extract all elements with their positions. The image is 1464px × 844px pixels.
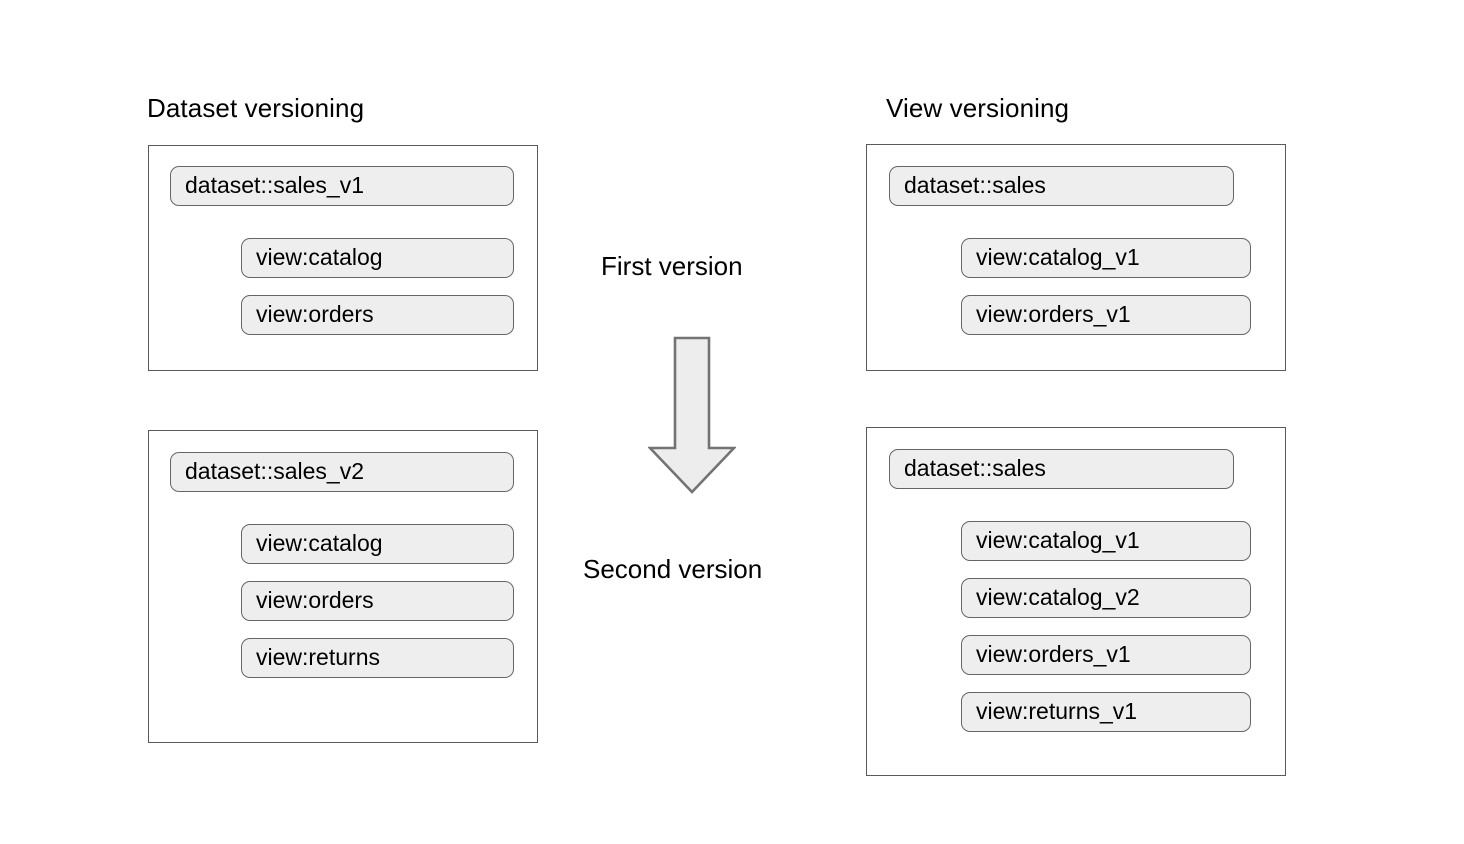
column-title-dataset-versioning: Dataset versioning [147, 93, 365, 123]
group-box-dataset-sales-v1: dataset::sales_v1 view:catalog view:orde… [148, 145, 538, 371]
group-box-view-sales-first: dataset::sales view:catalog_v1 view:orde… [866, 144, 1286, 371]
group-box-view-sales-second: dataset::sales view:catalog_v1 view:cata… [866, 427, 1286, 776]
view-pill-orders-v1[interactable]: view:orders_v1 [961, 635, 1251, 675]
column-title-view-versioning: View versioning [886, 93, 1070, 123]
view-pill-catalog[interactable]: view:catalog [241, 524, 514, 564]
view-pill-catalog-v1[interactable]: view:catalog_v1 [961, 521, 1251, 561]
center-label-first-version: First version [601, 251, 743, 281]
center-label-second-version: Second version [583, 554, 763, 584]
dataset-pill-sales-v2[interactable]: dataset::sales_v2 [170, 452, 514, 492]
group-box-dataset-sales-v2: dataset::sales_v2 view:catalog view:orde… [148, 430, 538, 743]
view-pill-catalog-v2[interactable]: view:catalog_v2 [961, 578, 1251, 618]
dataset-pill-sales[interactable]: dataset::sales [889, 449, 1234, 489]
view-pill-returns[interactable]: view:returns [241, 638, 514, 678]
dataset-pill-sales-v1[interactable]: dataset::sales_v1 [170, 166, 514, 206]
view-pill-catalog[interactable]: view:catalog [241, 238, 514, 278]
view-pill-orders-v1[interactable]: view:orders_v1 [961, 295, 1251, 335]
view-pill-orders[interactable]: view:orders [241, 581, 514, 621]
view-pill-catalog-v1[interactable]: view:catalog_v1 [961, 238, 1251, 278]
arrow-down-icon [648, 336, 736, 494]
dataset-pill-sales[interactable]: dataset::sales [889, 166, 1234, 206]
view-pill-orders[interactable]: view:orders [241, 295, 514, 335]
view-pill-returns-v1[interactable]: view:returns_v1 [961, 692, 1251, 732]
